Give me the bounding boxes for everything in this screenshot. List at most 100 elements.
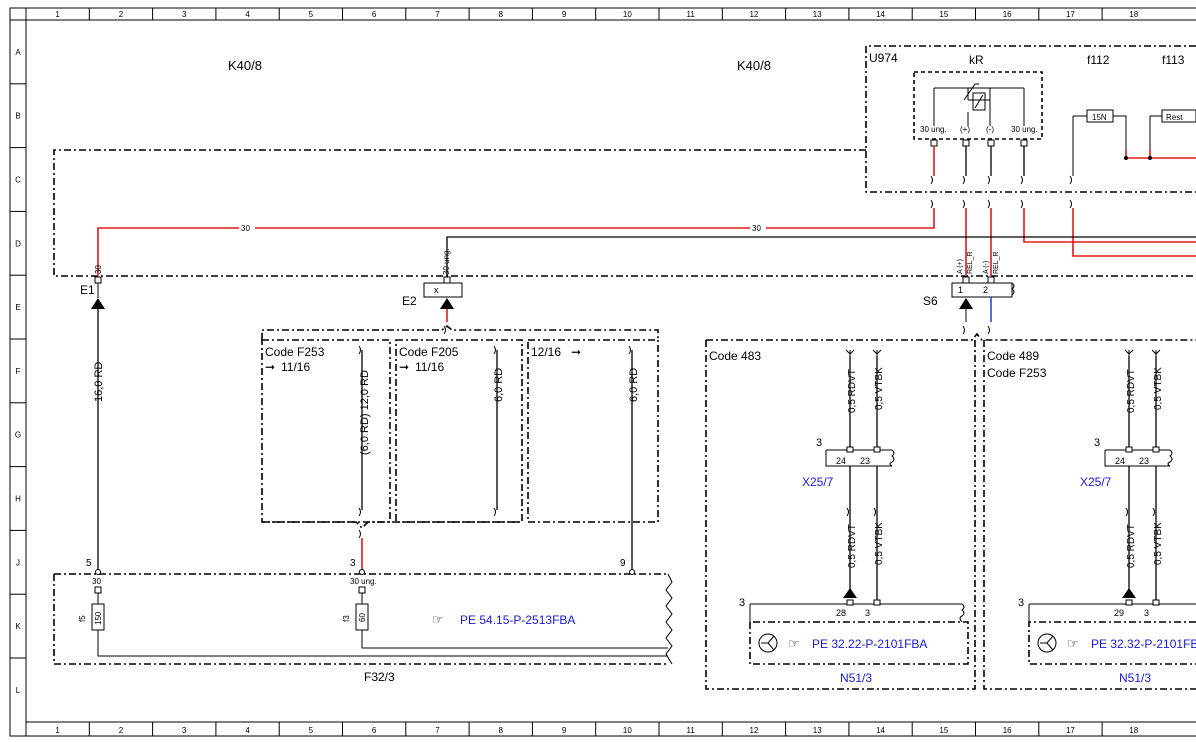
- pe-n51-right-hand-icon: ☞: [1067, 636, 1079, 651]
- svg-text:30 ung.: 30 ung.: [442, 248, 451, 275]
- x25r-pin-24: 24: [1115, 456, 1125, 466]
- grid-row-label: D: [15, 239, 21, 248]
- wire-30-label-left: 30: [241, 224, 250, 233]
- grid-col-label-bottom: 11: [686, 726, 695, 735]
- grid-col-label-top: 10: [623, 10, 632, 19]
- grid-col-label-bottom: 16: [1003, 726, 1012, 735]
- grid-row-label: B: [15, 112, 20, 121]
- grid-col-label-top: 12: [749, 10, 758, 19]
- relay-pin-4: 30 ung.: [1011, 125, 1038, 134]
- grid-col-label-bottom: 10: [623, 726, 632, 735]
- grid-col-label-top: 13: [813, 10, 822, 19]
- x25r-pin-23: 23: [1139, 456, 1149, 466]
- svg-text:30: 30: [94, 265, 103, 274]
- grid-col-label-top: 9: [562, 10, 567, 19]
- grid-col-label-top: 3: [182, 10, 187, 19]
- e1-label: E1: [80, 283, 95, 297]
- code-f253-ref: 11/16: [281, 360, 310, 374]
- f112-label: f112: [1087, 53, 1110, 67]
- harness-code-489: 0,5 RDVT 0,5 VTBK 3 24 23 X25/7 0,5 RDVT…: [1018, 349, 1196, 685]
- grid-col-label-bottom: 8: [499, 726, 504, 735]
- s6-label: S6: [923, 294, 938, 308]
- wire-30ung-e2: [446, 236, 1196, 276]
- grid-col-label-top: 14: [876, 10, 885, 19]
- n51l-pin-3a: 3: [739, 597, 745, 609]
- relay-pin-2: (+): [960, 125, 970, 134]
- code-1216-block: [527, 339, 659, 523]
- grid-col-label-bottom: 4: [245, 726, 250, 735]
- motor-icon-right: [1037, 633, 1057, 653]
- code-f253-title: Code F253: [265, 345, 325, 359]
- connector-e1: 30 E1: [80, 265, 105, 309]
- grid-row-label: E: [15, 303, 20, 312]
- relay-pin-1: 30 ung.: [920, 125, 947, 134]
- pe-f32-reference[interactable]: PE 54.15-P-2513FBA: [460, 613, 575, 627]
- rdvt-label-1: 0,5 RDVT: [847, 369, 858, 413]
- wire-30-main: [97, 208, 935, 276]
- x25-7-left-label[interactable]: X25/7: [802, 475, 834, 489]
- n51l-pin-3b: 3: [865, 608, 870, 618]
- n51l-pin-28: 28: [836, 608, 846, 618]
- rdvt-label-4: 0,5 RDVT: [1126, 524, 1137, 568]
- k40-right-label: K40/8: [737, 58, 771, 73]
- pe-n51-left-reference[interactable]: PE 32.22-P-2101FBA: [812, 637, 927, 651]
- f32-pin-5: 5: [86, 558, 92, 569]
- connector-e2: 30 ung. x E2: [402, 248, 463, 335]
- f32-pin-30ung: 30 ung.: [350, 577, 377, 586]
- grid-col-label-bottom: 14: [876, 726, 885, 735]
- grid-col-label-bottom: 1: [55, 726, 60, 735]
- switch-s6: A (+) REL_R A (-) REL_R 1 2 S6: [923, 251, 1015, 335]
- grid-col-label-bottom: 9: [562, 726, 567, 735]
- svg-text:f3: f3: [342, 615, 351, 622]
- wire-30-label-right: 30: [752, 224, 761, 233]
- grid-col-label-top: 17: [1066, 10, 1075, 19]
- k40-8-enclosure: [53, 149, 1196, 277]
- svg-text:150: 150: [94, 611, 103, 625]
- x25-7-right-label[interactable]: X25/7: [1080, 475, 1112, 489]
- pe-n51-right-reference[interactable]: PE 32.32-P-2101FBA: [1091, 637, 1196, 651]
- wire-6rd-label-a: 6,0 RD: [493, 368, 505, 402]
- grid-col-label-top: 11: [686, 10, 695, 19]
- s6-pin-a2: REL_R: [967, 251, 974, 274]
- grid-col-label-bottom: 15: [939, 726, 948, 735]
- grid-col-label-bottom: 13: [813, 726, 822, 735]
- grid-row-label: G: [15, 431, 21, 440]
- vtbk-label-1: 0,5 VTBK: [874, 367, 885, 410]
- svg-text:60: 60: [358, 613, 367, 622]
- fuse-f5: [91, 603, 105, 631]
- code-f253-block: [261, 339, 391, 523]
- f32-label: F32/3: [364, 670, 395, 684]
- n51-3-left-label[interactable]: N51/3: [840, 671, 872, 685]
- motor-icon-left: [758, 633, 778, 653]
- harness-code-483: 0,5 RDVT 0,5 VTBK 3 24 23 X25/7 0,5 RDVT…: [739, 349, 969, 685]
- grid-col-label-bottom: 7: [435, 726, 440, 735]
- grid-col-label-top: 16: [1003, 10, 1012, 19]
- grid-col-label-bottom: 5: [309, 726, 314, 735]
- wire-12rd-label: (6,0 RD) 12,0 RD: [359, 370, 371, 455]
- code-f253-arrow: ➞: [265, 360, 275, 374]
- code-f205-ref: 11/16: [415, 360, 444, 374]
- code-1216-ref: 12/16: [531, 345, 561, 359]
- f32-3-block: 5 3 9 30 30 ung. f5 150 f3 60 ☞ PE 54.15…: [53, 558, 673, 684]
- svg-text:f5: f5: [78, 615, 87, 622]
- rdvt-label-3: 0,5 RDVT: [1126, 369, 1137, 413]
- s6-pin-b: A (-): [983, 261, 990, 274]
- grid-row-label: J: [16, 558, 20, 567]
- x25l-pin-23: 23: [860, 456, 870, 466]
- grid-col-label-top: 6: [372, 10, 377, 19]
- code-1216-arrow: ➞: [571, 345, 581, 359]
- grid-col-label-top: 5: [309, 10, 314, 19]
- grid-col-label-top: 4: [245, 10, 250, 19]
- grid-col-label-bottom: 18: [1129, 726, 1138, 735]
- code-489-sub: Code F253: [987, 366, 1047, 380]
- grid-row-label: H: [15, 495, 21, 504]
- grid-col-label-bottom: 6: [372, 726, 377, 735]
- grid-col-label-bottom: 2: [119, 726, 124, 735]
- x25r-pin-3: 3: [1094, 437, 1100, 449]
- grid-col-label-bottom: 17: [1066, 726, 1075, 735]
- svg-text:1: 1: [958, 285, 963, 295]
- n51-3-right-label[interactable]: N51/3: [1119, 671, 1151, 685]
- grid-col-label-bottom: 3: [182, 726, 187, 735]
- vtbk-label-2: 0,5 VTBK: [874, 522, 885, 565]
